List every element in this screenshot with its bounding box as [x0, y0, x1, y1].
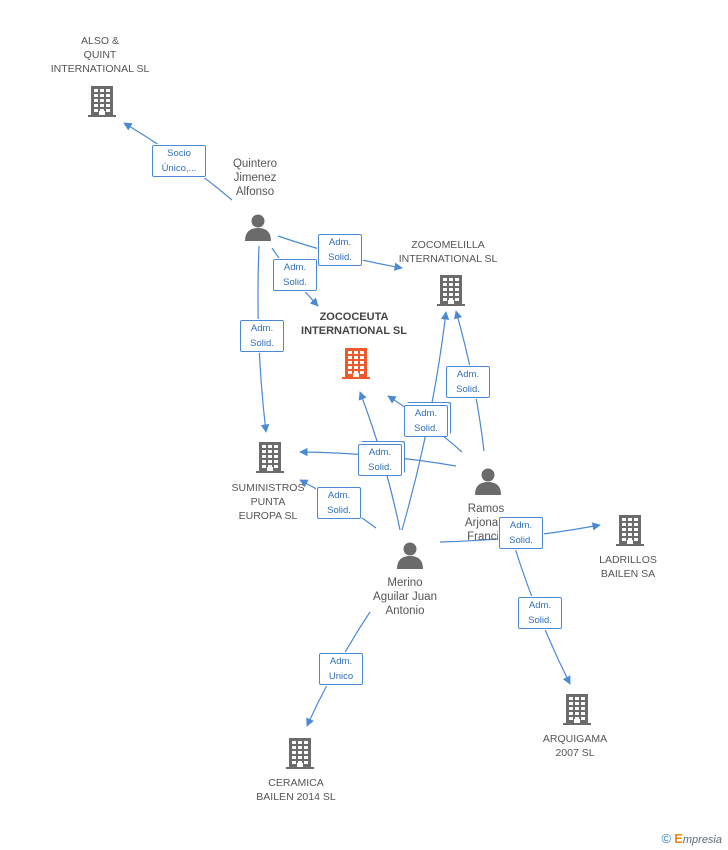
ramos-label[interactable]: Ramos Arjona J Francis	[464, 503, 507, 543]
edge-label-adm-solid[interactable]: Adm. Solid.	[317, 487, 361, 519]
also-quint-building-icon[interactable]	[86, 84, 118, 123]
edge-label-adm-solid[interactable]: Adm. Solid.	[318, 234, 362, 266]
edge-label-adm-solid[interactable]: Adm. Solid.	[499, 517, 543, 549]
ramos-person-icon[interactable]	[473, 466, 503, 501]
quintero-label[interactable]: Quintero Jimenez Alfonso	[232, 158, 278, 198]
brand-logo-e: E	[674, 831, 683, 846]
zococeuta-label[interactable]: ZOCOCEUTA INTERNATIONAL SL	[301, 311, 407, 337]
edge-label-adm-unico[interactable]: Adm. Unico	[319, 653, 363, 685]
edge-label-adm-solid[interactable]: Adm. Solid.	[404, 405, 448, 437]
edge-label-adm-solid[interactable]: Adm. Solid.	[273, 259, 317, 291]
arquigama-building-icon[interactable]	[561, 692, 593, 731]
merino-label[interactable]: Merino Aguilar Juan Antonio	[373, 577, 437, 617]
ladrillos-building-icon[interactable]	[614, 513, 646, 552]
also-quint-label[interactable]: ALSO & QUINT INTERNATIONAL SL	[50, 35, 150, 75]
edge-layer	[123, 122, 601, 727]
suministros-building-icon[interactable]	[254, 440, 286, 479]
edge-label-adm-solid[interactable]: Adm. Solid.	[358, 444, 402, 476]
arquigama-label[interactable]: ARQUIGAMA 2007 SL	[542, 733, 608, 759]
ceramica-building-icon[interactable]	[284, 736, 316, 775]
edge-label-socio-unico[interactable]: Socio Único,...	[152, 145, 206, 177]
zocomelilla-label[interactable]: ZOCOMELILLA INTERNATIONAL SL	[398, 239, 498, 265]
edge-label-adm-solid[interactable]: Adm. Solid.	[240, 320, 284, 352]
ladrillos-label[interactable]: LADRILLOS BAILEN SA	[599, 554, 657, 580]
edge-label-adm-solid[interactable]: Adm. Solid.	[518, 597, 562, 629]
footer-brand: © Empresia	[662, 831, 722, 846]
quintero-person-icon[interactable]	[243, 212, 273, 247]
suministros-label[interactable]: SUMINISTROS PUNTA EUROPA SL	[231, 482, 305, 522]
merino-person-icon[interactable]	[395, 540, 425, 575]
copyright-symbol: ©	[661, 831, 672, 846]
brand-name: mpresia	[682, 834, 722, 846]
ceramica-label[interactable]: CERAMICA BAILEN 2014 SL	[256, 777, 336, 803]
zocomelilla-building-icon[interactable]	[435, 273, 467, 312]
edge-label-adm-solid[interactable]: Adm. Solid.	[446, 366, 490, 398]
zococeuta-building-icon[interactable]	[340, 346, 372, 385]
